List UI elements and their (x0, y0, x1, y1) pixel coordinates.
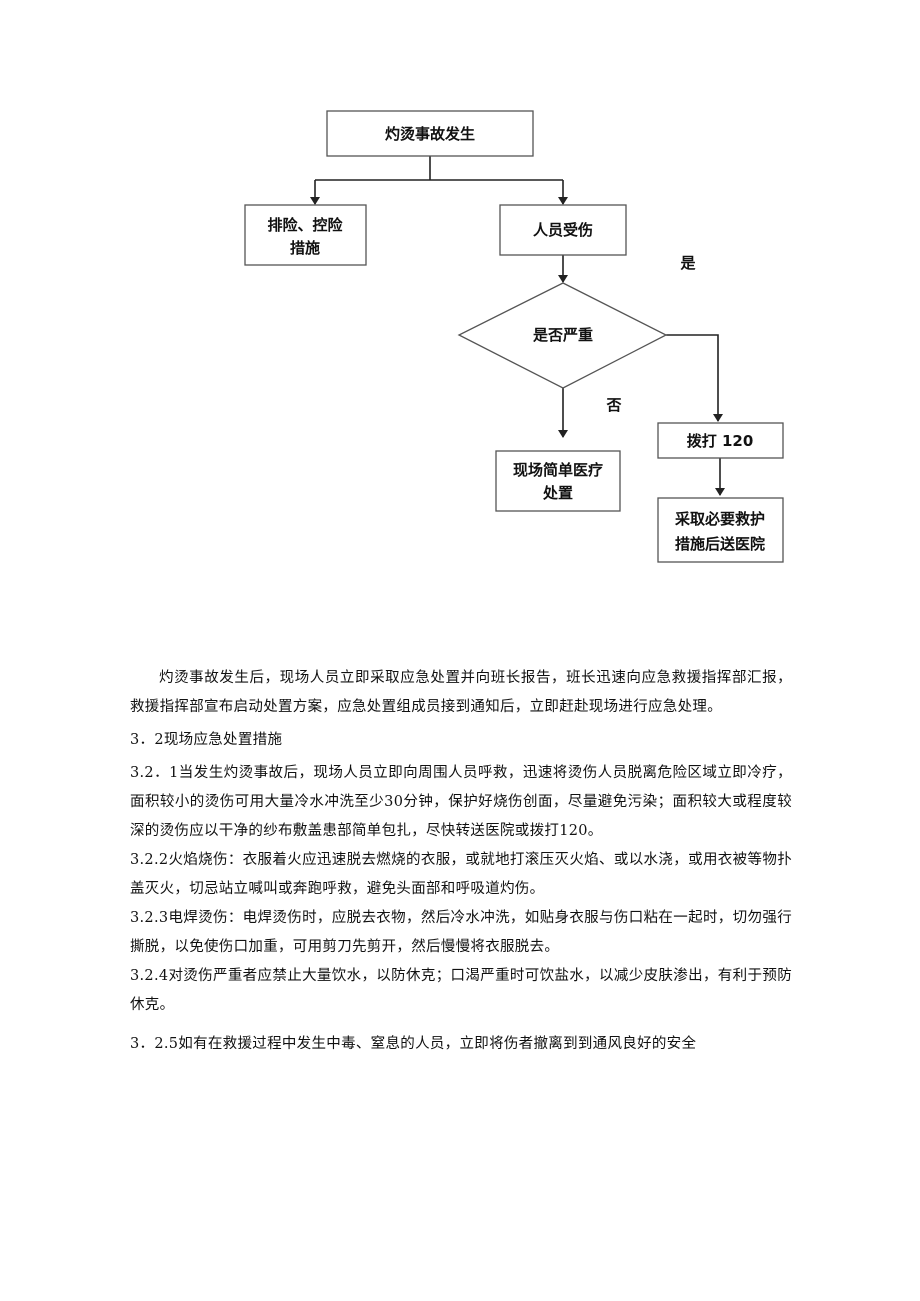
yes-label: 是 (679, 254, 696, 272)
onsite-treatment-label-line2: 处置 (542, 484, 573, 502)
risk-control-label-line1: 排险、控险 (267, 216, 343, 234)
send-hospital-label-line2: 措施后送医院 (675, 535, 765, 553)
decision-node: 是否严重 (457, 282, 668, 389)
onsite-treatment-node: 现场简单医疗 处置 (495, 450, 621, 512)
measure-paragraph-2: 3.2.2火焰烧伤：衣服着火应迅速脱去燃烧的衣服，或就地打滚压灭火焰、或以水浇，… (130, 852, 792, 897)
send-hospital-label-line1: 采取必要救护 (674, 510, 765, 528)
onsite-treatment-label-line1: 现场简单医疗 (513, 461, 603, 479)
measure-paragraph-5: 3．2.5如有在救援过程中发生中毒、窒息的人员，立即将伤者撤离到到通风良好的安全 (130, 1036, 697, 1052)
send-hospital-node: 采取必要救护 措施后送医院 (657, 497, 784, 563)
call-120-label: 拨打 120 (687, 432, 754, 450)
measure-paragraph-4: 3.2.4对烫伤严重者应禁止大量饮水，以防休克；口渴严重时可饮盐水，以减少皮肤渗… (130, 968, 792, 1013)
flowchart-connectors (310, 156, 725, 496)
start-node-label: 灼烫事故发生 (385, 125, 475, 143)
intro-paragraph: 灼烫事故发生后，现场人员立即采取应急处置并向班长报告，班长迅速向应急救援指挥部汇… (130, 670, 792, 715)
section-heading: 3．2现场应急处置措施 (130, 732, 283, 748)
risk-control-node: 排险、控险 措施 (244, 204, 367, 266)
injured-node: 人员受伤 (499, 204, 627, 256)
injured-node-label: 人员受伤 (533, 221, 593, 239)
decision-node-label: 是否严重 (532, 326, 593, 344)
emergency-flowchart: 灼烫事故发生 排险、控险 措施 人员受伤 是否严重 是 否 现场简单医疗 处置 … (244, 110, 784, 563)
arrow-yes-branch (666, 334, 723, 422)
document-body: 灼烫事故发生后，现场人员立即采取应急处置并向班长报告，班长迅速向应急救援指挥部汇… (130, 664, 792, 1059)
measure-paragraph-3: 3.2.3电焊烫伤：电焊烫伤时，应脱去衣物，然后冷水冲洗，如贴身衣服与伤口粘在一… (130, 910, 792, 955)
start-node: 灼烫事故发生 (326, 110, 534, 157)
call-120-node: 拨打 120 (657, 422, 784, 459)
no-label: 否 (605, 396, 621, 414)
risk-control-label-line2: 措施 (290, 239, 320, 257)
measure-paragraph-1: 3.2．1当发生灼烫事故后，现场人员立即向周围人员呼救，迅速将烫伤人员脱离危险区… (130, 765, 792, 839)
